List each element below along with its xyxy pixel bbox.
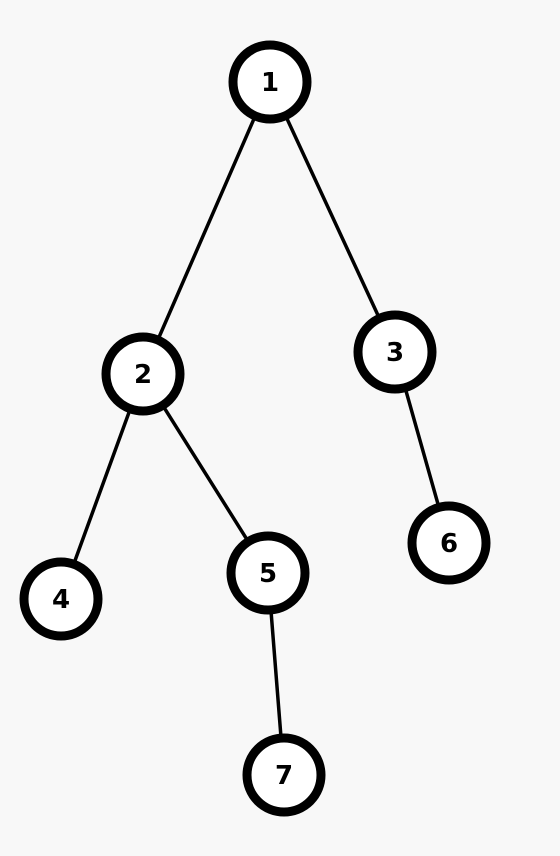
node-label-1: 1 (261, 68, 279, 98)
node-circle-6 (407, 501, 491, 585)
node-label-7: 7 (275, 761, 293, 791)
node-4: 4 (19, 557, 103, 641)
node-circle-2 (101, 332, 185, 416)
node-6: 6 (407, 501, 491, 585)
node-circle-4 (19, 557, 103, 641)
node-label-6: 6 (440, 529, 458, 559)
tree-nodes: 1 2 3 4 5 6 7 (19, 40, 491, 817)
node-5: 5 (226, 531, 310, 615)
node-circle-5 (226, 531, 310, 615)
node-7: 7 (242, 733, 326, 817)
node-label-5: 5 (259, 559, 277, 589)
node-label-3: 3 (386, 338, 404, 368)
node-1: 1 (228, 40, 312, 124)
node-circle-7 (242, 733, 326, 817)
node-circle-3 (353, 310, 437, 394)
node-2: 2 (101, 332, 185, 416)
node-label-4: 4 (52, 585, 70, 615)
edge-1-3 (268, 80, 397, 354)
node-circle-1 (228, 40, 312, 124)
node-3: 3 (353, 310, 437, 394)
edge-1-2 (141, 80, 272, 376)
node-label-2: 2 (134, 360, 152, 390)
tree-edges (59, 80, 451, 777)
